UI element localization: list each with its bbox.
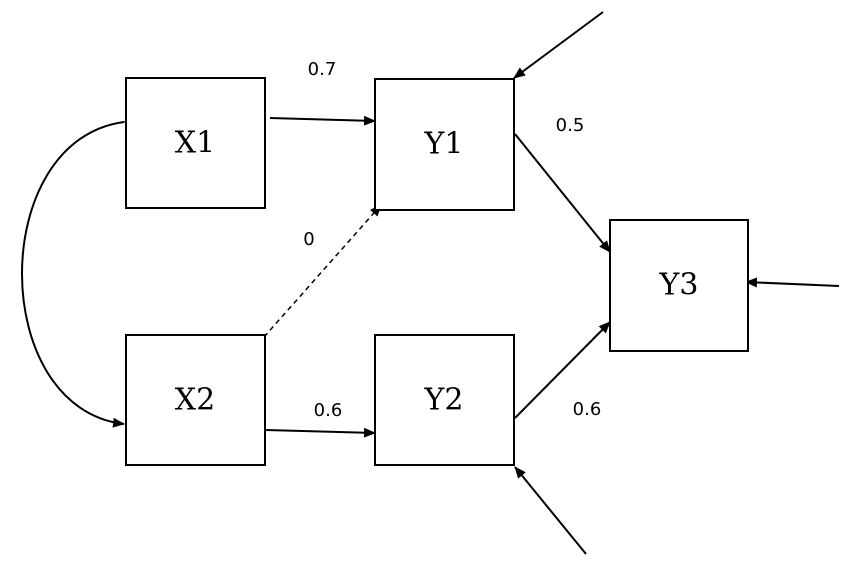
residual-arrow-y2 <box>514 466 587 555</box>
node-y2: Y2 <box>374 334 515 466</box>
edge-x1-y1 <box>269 115 376 126</box>
node-y1-label: Y1 <box>424 127 464 162</box>
coefficient-x2-y2: 0.6 <box>314 400 343 421</box>
coefficient-y2-y3: 0.6 <box>573 399 602 420</box>
node-x2-label: X2 <box>175 383 215 418</box>
edge-y2-y3 <box>514 321 611 419</box>
correlation-curve-x1-x2 <box>21 115 136 428</box>
node-y3: Y3 <box>609 219 749 352</box>
edge-x2-y1 <box>263 204 382 338</box>
node-x1: X1 <box>125 77 266 209</box>
coefficient-x1-y1: 0.7 <box>308 59 337 80</box>
node-y1: Y1 <box>374 78 515 211</box>
coefficient-x2-y1: 0 <box>303 229 314 250</box>
residual-arrow-y1 <box>513 11 604 79</box>
node-y3-label: Y3 <box>659 268 699 303</box>
node-x2: X2 <box>125 334 266 466</box>
node-x1-label: X1 <box>175 126 215 161</box>
edge-y1-y3 <box>514 133 611 253</box>
residual-arrow-y3 <box>745 277 840 288</box>
node-y2-label: Y2 <box>424 383 464 418</box>
coefficient-y1-y3: 0.5 <box>556 115 585 136</box>
edge-x2-y2 <box>265 427 376 438</box>
